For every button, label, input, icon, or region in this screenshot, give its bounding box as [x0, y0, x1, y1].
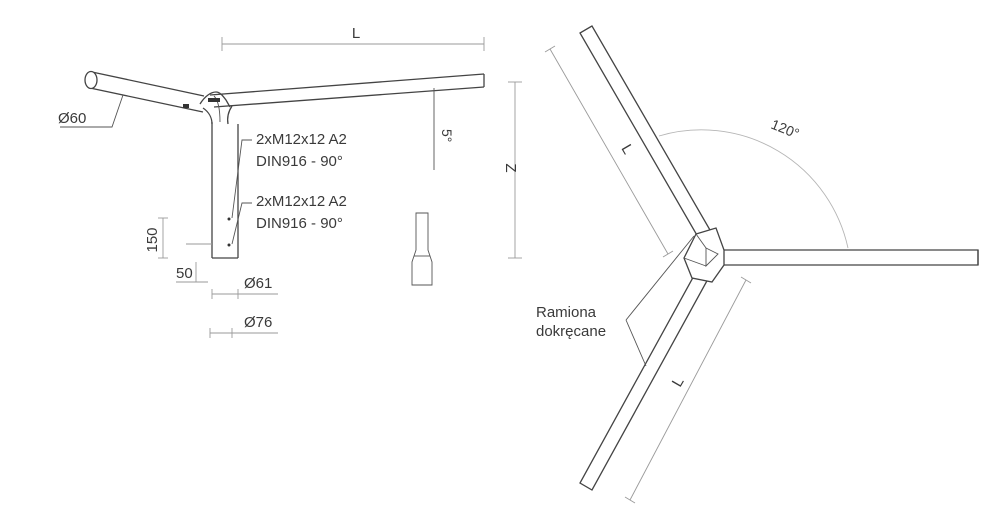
arm-right: [717, 249, 979, 266]
dim-50: 50: [176, 262, 208, 283]
arm-length-upper-label: L: [618, 142, 637, 158]
dim-height: Z: [502, 81, 522, 259]
dim-50-label: 50: [176, 265, 193, 282]
arm-diameter-label: Ø60: [58, 110, 86, 127]
joint-gusset: [199, 91, 233, 125]
angle-label: 120°: [769, 116, 802, 142]
note-leaders: [625, 235, 695, 367]
bolt-leaders: [231, 139, 252, 245]
dim-length-label: L: [352, 25, 360, 42]
arm-upper: [579, 25, 711, 238]
dim-150-label: 150: [144, 227, 161, 252]
dim-height-label: Z: [502, 163, 519, 172]
bolts-lower-line2: DIN916 - 90°: [256, 215, 343, 232]
bolts-lower-line1: 2xM12x12 A2: [256, 193, 347, 210]
note-line2: dokręcane: [536, 323, 606, 340]
left-arm: [84, 70, 205, 113]
dim-outer-diameter: Ø76: [209, 314, 278, 338]
right-arm: [209, 73, 485, 170]
section-detail: [411, 212, 433, 286]
dim-length-side: L: [221, 25, 485, 51]
arm-diameter-callout: Ø60: [58, 94, 124, 128]
arm-length-lower-label: L: [669, 374, 688, 390]
tilt-angle-label: 5°: [439, 129, 455, 142]
arm-lower: [579, 271, 709, 491]
hub: [683, 227, 725, 283]
dim-inner-diameter: Ø61: [211, 275, 278, 299]
top-view: 120° L: [536, 25, 979, 504]
bolts-upper-line1: 2xM12x12 A2: [256, 131, 347, 148]
bolts-upper-line2: DIN916 - 90°: [256, 153, 343, 170]
outer-diameter-label: Ø76: [244, 314, 272, 331]
dim-150: 150: [144, 217, 212, 259]
angle-arc: 120°: [658, 116, 849, 249]
note-line1: Ramiona: [536, 304, 597, 321]
inner-diameter-label: Ø61: [244, 275, 272, 292]
pole-spigot: [211, 122, 239, 259]
side-view: L: [58, 25, 522, 338]
